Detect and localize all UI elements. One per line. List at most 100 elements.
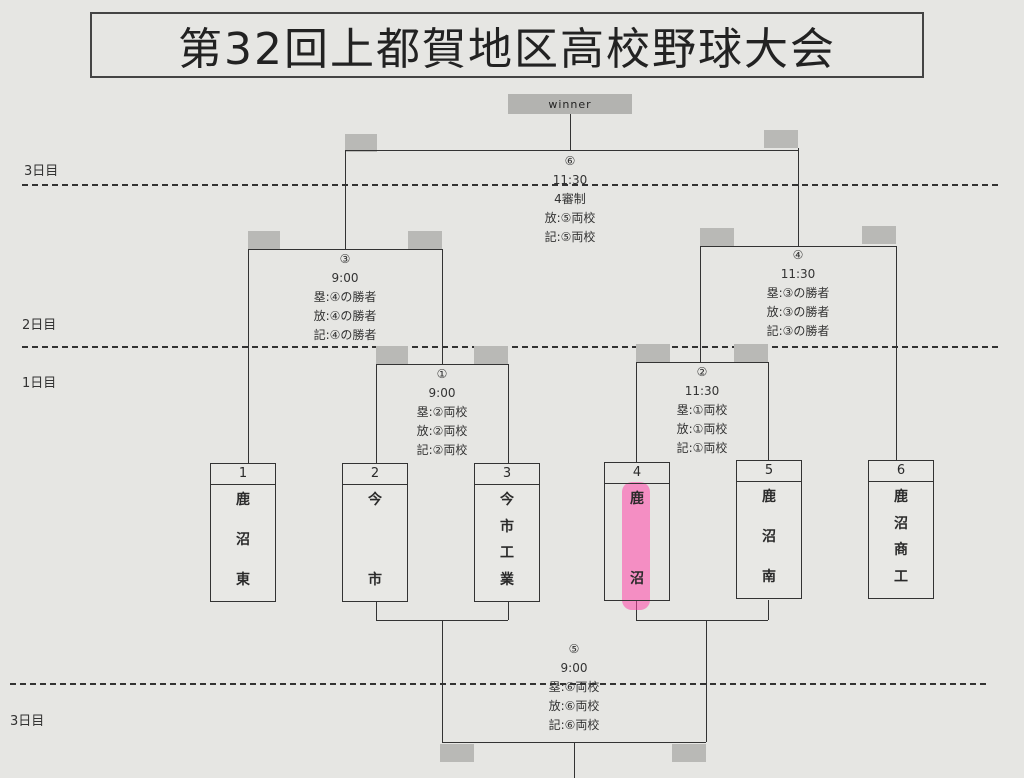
winner-box: winner bbox=[508, 94, 632, 114]
team-box-3: 3 今 市 工 業 bbox=[474, 463, 540, 602]
bracket-line bbox=[798, 148, 799, 246]
day-separator-top bbox=[22, 184, 998, 186]
bracket-line bbox=[248, 249, 249, 463]
day-label-day1: 1日目 bbox=[22, 376, 57, 391]
game-5-info: ⑤ 9:00 塁:⑥両校 放:⑥両校 記:⑥両校 bbox=[524, 640, 624, 735]
team-number: 1 bbox=[211, 464, 275, 485]
game-duty: 放:①両校 bbox=[676, 422, 728, 436]
bracket-line bbox=[508, 364, 509, 463]
day-label-day3-bottom: 3日目 bbox=[10, 714, 45, 729]
bracket-line bbox=[345, 150, 346, 249]
score-box bbox=[345, 134, 377, 152]
team-number: 4 bbox=[605, 463, 669, 484]
team-name: 今 市 工 業 bbox=[475, 485, 539, 593]
team-name-char: 沼 bbox=[630, 571, 644, 587]
team-box-5: 5 鹿 沼 南 bbox=[736, 460, 802, 599]
bracket-line bbox=[706, 620, 707, 742]
team-box-2: 2 今 市 bbox=[342, 463, 408, 602]
game-number: ⑤ bbox=[568, 642, 580, 656]
bracket-line bbox=[636, 362, 768, 363]
bracket-line bbox=[508, 600, 509, 620]
game-number: ③ bbox=[339, 252, 351, 266]
score-box bbox=[700, 228, 734, 246]
team-name-char: 沼 bbox=[894, 515, 908, 532]
score-box bbox=[248, 231, 280, 249]
game-duty: 放:⑥両校 bbox=[548, 699, 600, 713]
game-number: ⑥ bbox=[564, 154, 576, 168]
team-name-char: 工 bbox=[894, 568, 908, 585]
team-name-char: 工 bbox=[500, 545, 514, 562]
score-box bbox=[474, 346, 508, 364]
team-name-char: 市 bbox=[368, 572, 382, 588]
bracket-line bbox=[574, 742, 575, 778]
bracket-line bbox=[442, 620, 443, 742]
game-number: ④ bbox=[792, 248, 804, 262]
game-duty: 放:④の勝者 bbox=[313, 309, 377, 323]
highlighter-mark bbox=[622, 482, 650, 610]
team-name: 鹿 沼 bbox=[605, 484, 669, 592]
team-name: 鹿 沼 南 bbox=[737, 482, 801, 590]
team-box-6: 6 鹿 沼 商 工 bbox=[868, 460, 934, 599]
team-name-char: 鹿 bbox=[630, 491, 644, 507]
bracket-line bbox=[376, 364, 377, 463]
team-name-char: 鹿 bbox=[236, 492, 250, 508]
game-duty: 記:③の勝者 bbox=[766, 324, 830, 338]
game-time: 9:00 bbox=[560, 661, 588, 675]
game-4-info: ④ 11:30 塁:③の勝者 放:③の勝者 記:③の勝者 bbox=[748, 246, 848, 341]
score-box bbox=[734, 344, 768, 362]
team-name-char: 業 bbox=[500, 571, 514, 588]
game-duty: 塁:⑥両校 bbox=[548, 680, 600, 694]
game-duty: 記:①両校 bbox=[676, 441, 728, 455]
team-name-char: 商 bbox=[894, 542, 908, 559]
bracket-line bbox=[636, 362, 637, 462]
bracket-line bbox=[570, 114, 571, 150]
team-name-char: 沼 bbox=[236, 532, 250, 548]
day-separator-middle bbox=[22, 346, 998, 348]
game-duty: 記:②両校 bbox=[416, 443, 468, 457]
team-name-char: 南 bbox=[762, 569, 776, 585]
bracket-line bbox=[345, 150, 798, 151]
game-duty: 塁:①両校 bbox=[676, 403, 728, 417]
day-separator-bottom bbox=[10, 683, 986, 685]
team-box-4: 4 鹿 沼 bbox=[604, 462, 670, 601]
bracket-line bbox=[700, 246, 896, 247]
bracket-line bbox=[768, 362, 769, 460]
bracket-line bbox=[248, 249, 442, 250]
team-name-char: 今 bbox=[500, 492, 514, 508]
bracket-line bbox=[700, 246, 701, 363]
game-1-info: ① 9:00 塁:②両校 放:②両校 記:②両校 bbox=[392, 365, 492, 460]
team-name: 今 市 bbox=[343, 485, 407, 593]
game-duty: 放:③の勝者 bbox=[766, 305, 830, 319]
team-name: 鹿 沼 商 工 bbox=[869, 482, 933, 590]
game-time: 11:30 bbox=[684, 384, 720, 398]
team-name-char: 沼 bbox=[762, 529, 776, 545]
bracket-line bbox=[376, 600, 377, 620]
team-box-1: 1 鹿 沼 東 bbox=[210, 463, 276, 602]
bracket-line bbox=[636, 620, 768, 621]
game-duty: 記:⑤両校 bbox=[544, 230, 596, 244]
team-name: 鹿 沼 東 bbox=[211, 485, 275, 593]
bracket-line bbox=[442, 249, 443, 364]
game-time: 9:00 bbox=[428, 386, 456, 400]
team-name-char: 市 bbox=[500, 518, 514, 535]
bracket-line bbox=[896, 246, 897, 460]
day-label-day3-top: 3日目 bbox=[24, 164, 59, 179]
game-duty: 記:④の勝者 bbox=[313, 328, 377, 342]
game-2-info: ② 11:30 塁:①両校 放:①両校 記:①両校 bbox=[652, 363, 752, 458]
score-box bbox=[408, 231, 442, 249]
bracket-line bbox=[768, 600, 769, 620]
game-number: ② bbox=[696, 365, 708, 379]
bracket-line bbox=[376, 364, 508, 365]
team-number: 3 bbox=[475, 464, 539, 485]
score-box bbox=[376, 346, 408, 364]
game-duty: 塁:②両校 bbox=[416, 405, 468, 419]
score-box bbox=[672, 744, 706, 762]
score-box bbox=[764, 130, 798, 148]
score-box bbox=[440, 744, 474, 762]
bracket-line bbox=[636, 600, 637, 620]
team-number: 5 bbox=[737, 461, 801, 482]
team-name-char: 東 bbox=[236, 572, 250, 588]
game-duty: 記:⑥両校 bbox=[548, 718, 600, 732]
game-duty: 塁:③の勝者 bbox=[766, 286, 830, 300]
game-duty: 塁:④の勝者 bbox=[313, 290, 377, 304]
